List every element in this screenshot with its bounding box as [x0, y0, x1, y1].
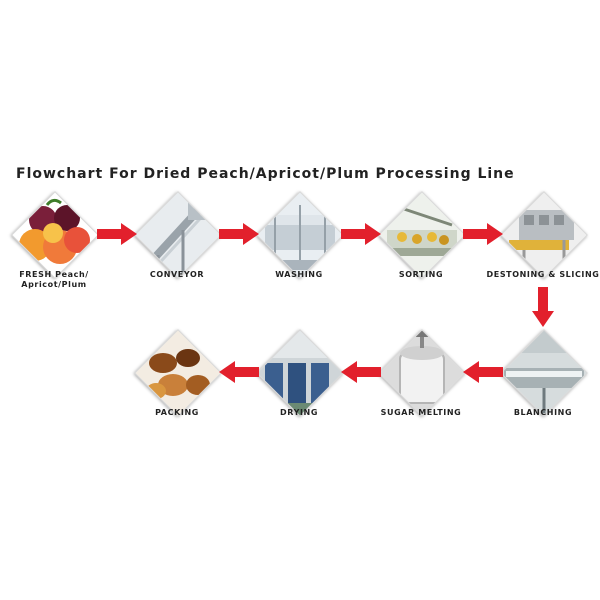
arrow-right-icon	[463, 223, 503, 245]
arrow-right-icon	[219, 223, 259, 245]
step-label: SUGAR MELTING	[380, 408, 462, 417]
arrow-right-icon	[97, 223, 137, 245]
arrow-down-icon	[532, 287, 554, 327]
step-label: DESTONING & SLICING	[486, 270, 600, 279]
packed-dried-fruit-photo-icon	[134, 329, 222, 417]
step-label: BLANCHING	[513, 408, 573, 417]
slicing-machine-photo-icon	[500, 191, 588, 279]
sugar-tank-photo-icon	[378, 329, 466, 417]
step-label: WASHING	[275, 270, 323, 279]
drying-room-photo-icon	[256, 329, 344, 417]
step-label-line: Apricot/Plum	[21, 280, 87, 289]
step-label-line: FRESH Peach/	[19, 270, 89, 279]
step-label: DRYING	[280, 408, 318, 417]
blanching-machine-photo-icon	[500, 329, 588, 417]
arrow-right-icon	[341, 223, 381, 245]
flowchart-title: Flowchart For Dried Peach/Apricot/Plum P…	[16, 166, 515, 182]
step-label: CONVEYOR	[149, 270, 205, 279]
step-label: SORTING	[398, 270, 444, 279]
arrow-left-icon	[463, 361, 503, 383]
step-label: PACKING	[155, 408, 199, 417]
washing-machine-photo-icon	[256, 191, 344, 279]
step-label: FRESH Peach/ Apricot/Plum	[0, 270, 114, 290]
arrow-left-icon	[341, 361, 381, 383]
sorting-machine-photo-icon	[378, 191, 466, 279]
arrow-left-icon	[219, 361, 259, 383]
conveyor-photo-icon	[134, 191, 222, 279]
fruit-photo-icon	[11, 191, 99, 279]
